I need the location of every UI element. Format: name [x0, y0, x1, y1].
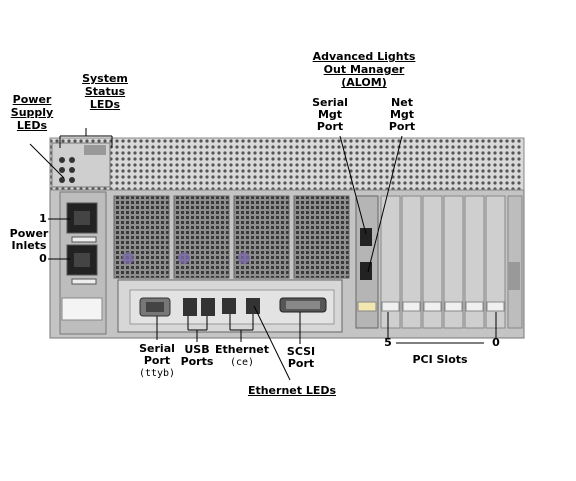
pci-slot-5-label: 5 [384, 336, 392, 349]
power-inlet-1-label: 1 [39, 212, 47, 225]
power-inlets-label-line1: Power [9, 227, 49, 240]
net-mgt-port-label-line2: Mgt [389, 108, 415, 121]
serial-port-label-line2: Port [143, 354, 171, 367]
product-label [61, 297, 103, 321]
usb-port [201, 298, 215, 316]
scsi-port-label-line2: Port [287, 357, 315, 370]
alom-label-line1: Advanced Lights [312, 50, 416, 63]
system-status-leds-label-line3: LEDs [89, 98, 121, 111]
serial-mgt-port-label-line3: Port [316, 120, 344, 133]
power-inlets-label-line2: Inlets [11, 239, 47, 252]
pci-slot-covers [357, 195, 506, 329]
power-supply-led [59, 157, 65, 163]
alom-label-line2: Out Manager [323, 63, 405, 76]
usb-port [183, 298, 197, 316]
power-supply-leds-label-line1: Power [12, 93, 52, 106]
ethernet-port [246, 298, 260, 314]
top-vent-grille [49, 137, 525, 191]
scsi-port-label-line1: SCSI [286, 345, 316, 358]
power-supply-leds-label-line3: LEDs [16, 119, 48, 132]
ethernet-leds-label: Ethernet LEDs [247, 384, 337, 397]
usb-ports-label-line1: USB [184, 343, 210, 356]
system-status-led-strip [84, 145, 106, 155]
net-mgt-port-label-line3: Port [388, 120, 416, 133]
ethernet-device-label: (ce) [229, 357, 255, 368]
power-supply-led [59, 167, 65, 173]
power-inlet-0-label: 0 [39, 252, 47, 265]
power-supply-led [59, 177, 65, 183]
alom-label-line3: (ALOM) [341, 76, 387, 89]
usb-ports-label-line2: Ports [180, 355, 214, 368]
serial-port-label-line1: Serial [139, 342, 175, 355]
serial-mgt-port [360, 228, 372, 246]
power-supply-led [69, 157, 75, 163]
pci-slots-label: PCI Slots [412, 353, 468, 366]
power-supply-led [69, 177, 75, 183]
system-status-leds-label-line1: System [82, 72, 128, 85]
leader-lines [29, 128, 497, 381]
net-mgt-port-label-line1: Net [391, 96, 413, 109]
fan-bay [113, 195, 170, 279]
serial-port-device-label: (ttyb) [138, 368, 176, 379]
ethernet-port [222, 298, 236, 314]
power-supply-led [69, 167, 75, 173]
pci-slot-0-label: 0 [492, 336, 500, 349]
serial-mgt-port-label-line1: Serial [312, 96, 348, 109]
serial-mgt-port-label-line2: Mgt [317, 108, 343, 121]
fan-bay [293, 195, 350, 279]
chassis [49, 137, 525, 339]
fan-bay [173, 195, 230, 279]
ethernet-label: Ethernet [214, 343, 270, 356]
fan-bay [233, 195, 290, 279]
power-supply-leds-label-line2: Supply [10, 106, 54, 119]
system-status-leds-label-line2: Status [84, 85, 126, 98]
